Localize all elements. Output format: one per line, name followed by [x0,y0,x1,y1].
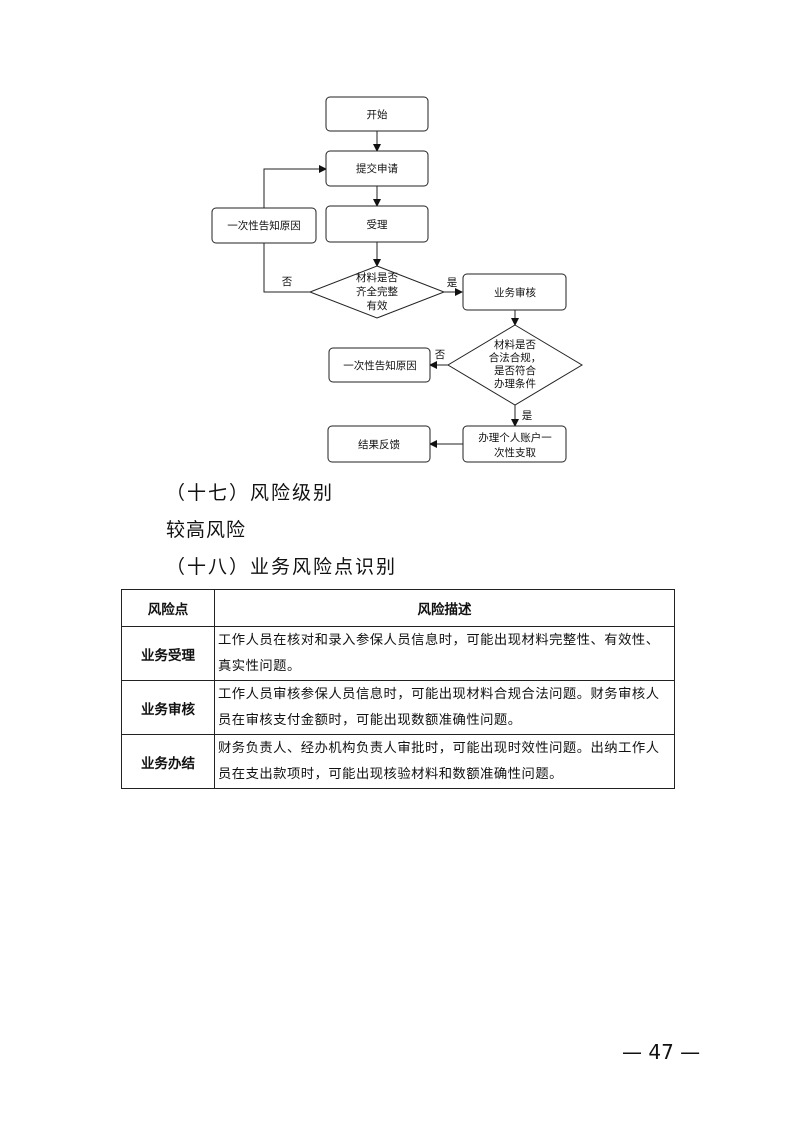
notify-left-node: 一次性告知原因 [211,207,317,244]
svg-text:有效: 有效 [367,299,388,312]
svg-text:受理: 受理 [367,219,388,231]
risk-point-cell: 业务审核 [121,680,215,735]
header-risk-description: 风险描述 [214,589,675,627]
svg-text:次性支取: 次性支取 [494,446,536,459]
flowchart: 开始 提交申请 受理 一次性告知原因 材料是否 齐全完整 有效 否 是 业务审核… [211,96,583,463]
table-row: 业务受理 工作人员在核对和录入参保人员信息时，可能出现材料完整性、有效性、真实性… [121,626,675,681]
feedback-node: 结果反馈 [327,425,431,463]
start-node: 开始 [325,96,429,132]
svg-text:一次性告知原因: 一次性告知原因 [343,359,417,372]
svg-text:办理个人账户一: 办理个人账户一 [478,431,552,444]
svg-text:材料是否: 材料是否 [356,271,398,284]
svg-text:合法合规，: 合法合规， [489,351,542,364]
accept-node: 受理 [325,205,429,243]
yes-label-2: 是 [522,410,533,422]
table-row: 业务审核 工作人员审核参保人员信息时，可能出现材料合规合法问题。财务审核人员在审… [121,680,675,735]
header-risk-point: 风险点 [121,589,215,627]
svg-text:是否符合: 是否符合 [494,364,536,377]
risk-description-cell: 财务负责人、经办机构负责人审批时，可能出现时效性问题。出纳工作人员在支出款项时，… [214,734,675,789]
svg-text:开始: 开始 [367,108,388,121]
svg-text:办理条件: 办理条件 [494,377,536,390]
table-header-row: 风险点 风险描述 [121,589,675,627]
no-label-1: 否 [282,276,293,288]
submit-node: 提交申请 [325,150,429,187]
section17-heading: （十七）风险级别 [166,482,335,504]
svg-text:结果反馈: 结果反馈 [358,438,400,451]
no-label-2: 否 [435,349,446,361]
decision1-node: 材料是否 齐全完整 有效 [308,265,446,319]
section18-heading: （十八）业务风险点识别 [166,556,398,578]
review-node: 业务审核 [462,273,567,311]
risk-description-cell: 工作人员在核对和录入参保人员信息时，可能出现材料完整性、有效性、真实性问题。 [214,626,675,681]
svg-text:一次性告知原因: 一次性告知原因 [227,219,301,232]
svg-text:齐全完整: 齐全完整 [356,285,398,298]
table-row: 业务办结 财务负责人、经办机构负责人审批时，可能出现时效性问题。出纳工作人员在支… [121,734,675,789]
decision2-node: 材料是否 合法合规， 是否符合 办理条件 [447,324,583,406]
risk-point-cell: 业务办结 [121,734,215,789]
page-number: — 47 — [622,1040,701,1064]
risk-description-cell: 工作人员审核参保人员信息时，可能出现材料合规合法问题。财务审核人员在审核支付金额… [214,680,675,735]
process-node: 办理个人账户一 次性支取 [462,425,567,463]
svg-text:提交申请: 提交申请 [356,162,398,175]
risk-table: 风险点 风险描述 业务受理 工作人员在核对和录入参保人员信息时，可能出现材料完整… [121,589,675,789]
yes-label-1: 是 [447,277,458,289]
risk-level-value: 较高风险 [166,519,247,541]
svg-text:材料是否: 材料是否 [494,338,536,351]
svg-text:业务审核: 业务审核 [494,286,536,299]
notify-right-node: 一次性告知原因 [328,347,431,383]
risk-point-cell: 业务受理 [121,626,215,681]
